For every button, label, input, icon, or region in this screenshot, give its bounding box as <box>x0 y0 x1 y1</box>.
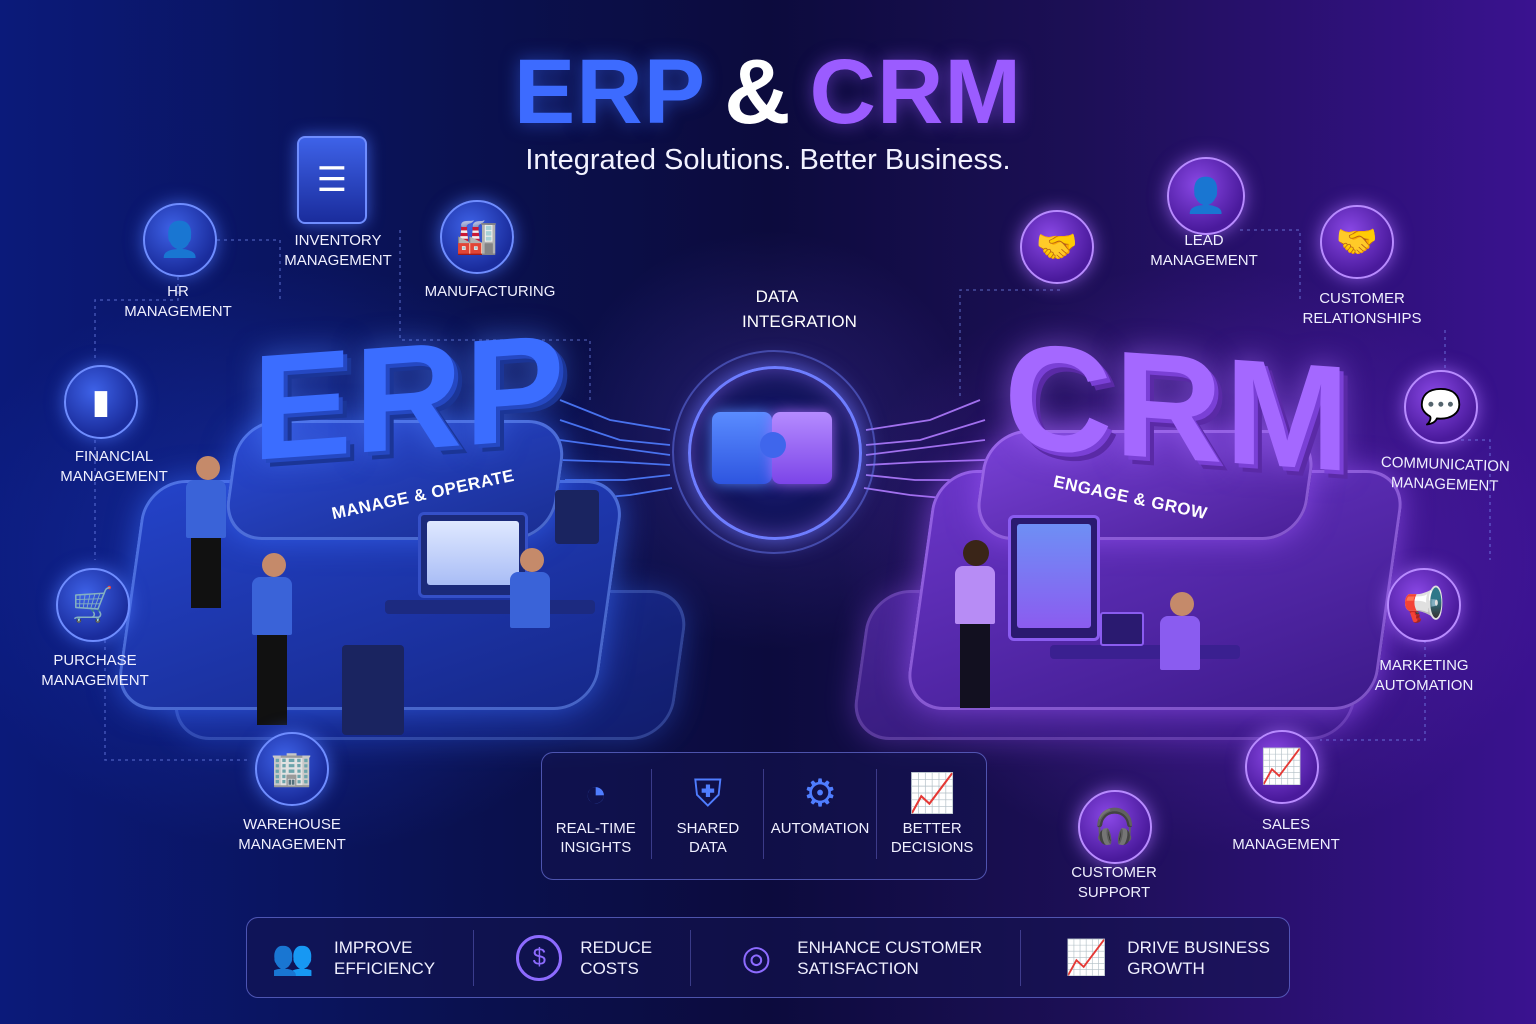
feature-better-decisions: 📈 BETTER DECISIONS <box>880 769 984 857</box>
puzzle-knob <box>760 432 786 458</box>
database-icon: ⛨ <box>693 773 723 815</box>
crm-module-support-label: CUSTOMER SUPPORT <box>1071 864 1157 901</box>
erp-desk <box>385 600 595 614</box>
erp-module-manufacturing-label: MANUFACTURING <box>424 283 556 300</box>
main-title: ERP&CRM <box>0 42 1536 142</box>
benefit-reduce-costs: $ REDUCE COSTS <box>512 931 652 985</box>
feature-shared-data: ⛨ SHARED DATA <box>656 769 760 857</box>
crm-module-relationships-label: CUSTOMER RELATIONSHIPS <box>1302 290 1422 327</box>
benefit-drive-growth: 📈 DRIVE BUSINESS GROWTH <box>1059 931 1270 985</box>
dollar-icon: $ <box>512 931 566 985</box>
crm-module-support: 🎧 <box>1078 790 1152 864</box>
erp-person-3 <box>510 548 550 628</box>
benefit-enhance-satisfaction: ◎ ENHANCE CUSTOMER SATISFACTION <box>729 931 982 985</box>
erp-module-manufacturing: 🏭 <box>440 200 514 274</box>
growth-chart-icon: 📈 <box>1065 938 1108 977</box>
crm-module-sales: 📈 <box>1245 730 1319 804</box>
erp-module-inventory-label: INVENTORY MANAGEMENT <box>284 232 392 269</box>
benefits-bar: 👥 IMPROVE EFFICIENCY $ REDUCE COSTS ◎ EN… <box>246 917 1290 998</box>
crm-person-2 <box>1160 592 1200 670</box>
user-icon: 👤 <box>143 203 217 277</box>
feature-automation: ⚙ AUTOMATION <box>768 769 872 838</box>
crm-module-lead-label: LEAD MANAGEMENT <box>1150 232 1258 269</box>
crm-touchscreen <box>1008 515 1100 641</box>
erp-module-warehouse-label: WAREHOUSE MANAGEMENT <box>238 816 346 853</box>
crm-laptop <box>1100 612 1144 646</box>
crm-3d-label: CRM <box>1004 310 1352 504</box>
feature-real-time-insights: ◔ REAL-TIME INSIGHTS <box>544 769 648 857</box>
title-ampersand: & <box>724 41 792 143</box>
headset-icon: 🎧 <box>1078 790 1152 864</box>
subtitle: Integrated Solutions. Better Business. <box>525 144 1011 176</box>
erp-monitor <box>418 512 528 598</box>
erp-module-warehouse: 🏢 <box>255 732 329 806</box>
chat-icon: 💬 <box>1404 370 1478 444</box>
erp-cabinet <box>342 645 404 735</box>
crm-module-communication-label: COMMUNICATION MANAGEMENT <box>1380 453 1511 495</box>
target-icon: ◎ <box>741 938 772 977</box>
erp-person-1 <box>186 456 226 608</box>
erp-module-purchase-label: PURCHASE MANAGEMENT <box>41 652 149 689</box>
growth-chart-icon: 📈 <box>908 773 956 815</box>
crm-module-communication: 💬 <box>1404 370 1478 444</box>
erp-cabinet-small <box>555 490 599 544</box>
crm-module-handshake: 🤝 <box>1020 210 1094 284</box>
erp-3d-label: ERP <box>252 302 567 492</box>
crm-module-marketing-label: MARKETING AUTOMATION <box>1374 657 1474 694</box>
megaphone-icon: 📢 <box>1387 568 1461 642</box>
handshake-icon: 🤝 <box>1320 205 1394 279</box>
user-icon: 👤 <box>1167 157 1245 235</box>
crm-module-marketing: 📢 <box>1387 568 1461 642</box>
integration-outer-ring <box>672 350 876 554</box>
erp-module-financial-label: FINANCIAL MANAGEMENT <box>60 448 168 485</box>
crm-module-relationships: 🤝 <box>1320 205 1394 279</box>
crm-module-lead: 👤 <box>1167 157 1245 235</box>
benefit-improve-efficiency: 👥 IMPROVE EFFICIENCY <box>266 931 435 985</box>
title-erp: ERP <box>513 41 707 143</box>
team-icon: 👥 <box>271 938 315 977</box>
clipboard-icon: ☰ <box>297 136 367 224</box>
features-panel: ◔ REAL-TIME INSIGHTS ⛨ SHARED DATA ⚙ AUT… <box>541 752 987 880</box>
growth-chart-icon: 📈 <box>1245 730 1319 804</box>
crm-person-1 <box>955 540 995 708</box>
erp-module-hr: 👤 <box>143 203 217 277</box>
warehouse-icon: 🏢 <box>255 732 329 806</box>
erp-module-financial: ▮ <box>64 365 138 439</box>
erp-module-hr-label: HR MANAGEMENT <box>124 283 232 320</box>
erp-module-purchase: 🛒 <box>56 568 130 642</box>
handshake-icon: 🤝 <box>1020 210 1094 284</box>
factory-icon: 🏭 <box>440 200 514 274</box>
integration-label: DATA INTEGRATION <box>742 287 857 331</box>
cart-icon: 🛒 <box>56 568 130 642</box>
gear-icon: ⚙ <box>802 773 838 815</box>
pie-chart-icon: ◔ <box>584 773 608 815</box>
title-crm: CRM <box>809 41 1023 143</box>
crm-desk <box>1050 645 1240 659</box>
crm-module-sales-label: SALES MANAGEMENT <box>1232 816 1340 853</box>
erp-person-2 <box>252 553 292 725</box>
bar-chart-icon: ▮ <box>64 365 138 439</box>
